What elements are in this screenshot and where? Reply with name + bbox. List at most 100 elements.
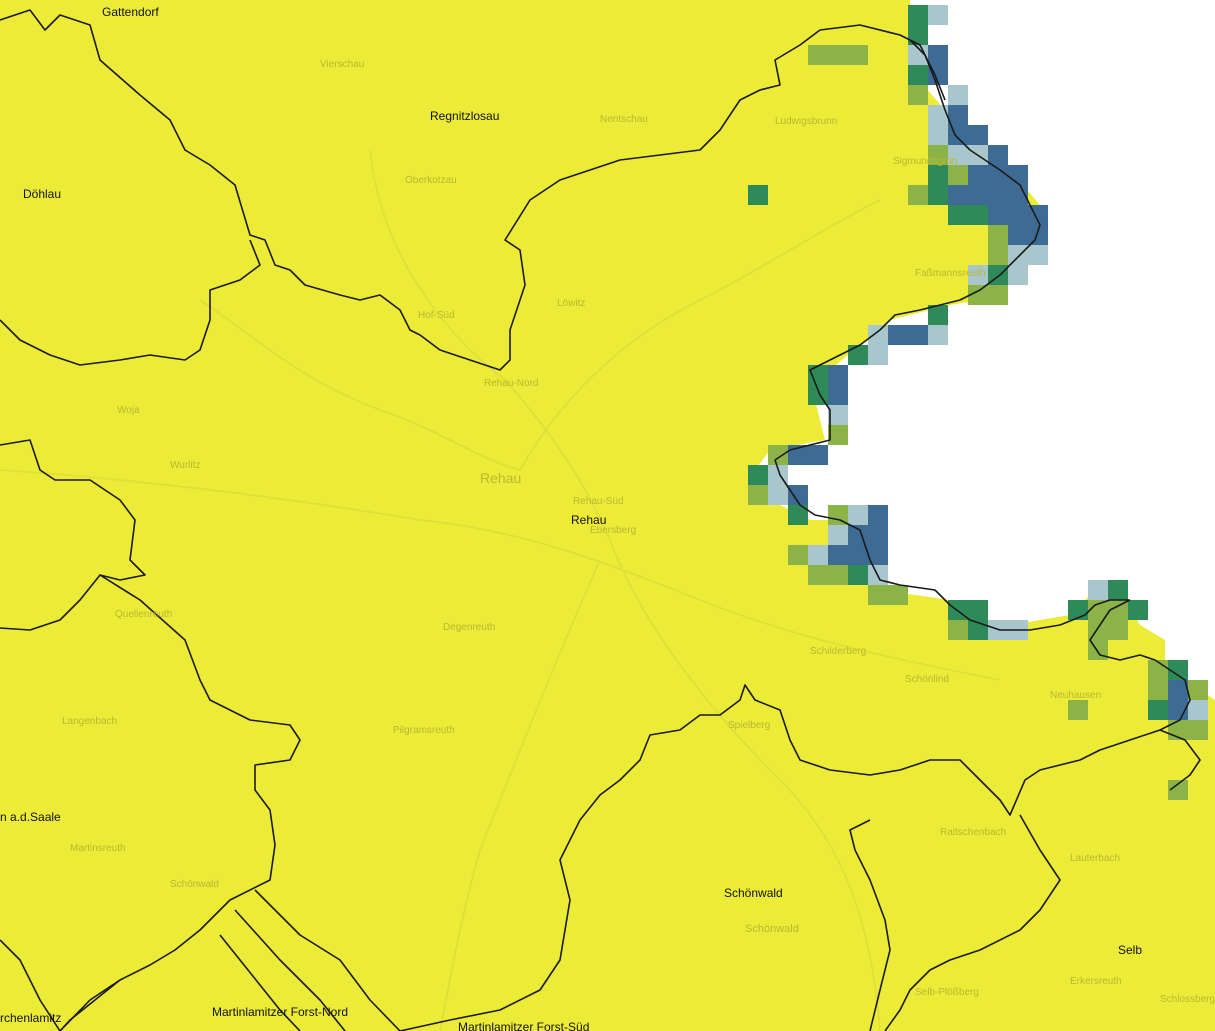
shaded-cell [748, 485, 768, 505]
faint-label: Schönwald [170, 879, 219, 890]
faint-label: Schilderberg [810, 646, 866, 657]
label-hof-saale: n a.d.Saale [0, 810, 61, 824]
shaded-cell [948, 165, 968, 185]
shaded-cell [828, 365, 848, 385]
label-doehlau: Döhlau [23, 187, 61, 201]
shaded-cell [948, 205, 968, 225]
shaded-cell [828, 385, 848, 405]
shaded-cell [1068, 700, 1088, 720]
shaded-cell [1108, 600, 1128, 620]
shaded-cell [808, 45, 828, 65]
faint-label: Rehau-Nord [484, 378, 538, 389]
shaded-cell [788, 505, 808, 525]
faint-label: Erkersreuth [1070, 976, 1122, 987]
faint-label: Schönlind [905, 674, 949, 685]
faint-label: Faßmannsreuth [915, 268, 986, 279]
shaded-cell [928, 145, 948, 165]
shaded-cell [1088, 580, 1108, 600]
shaded-cell [948, 145, 968, 165]
faint-label: Nentschau [600, 114, 648, 125]
shaded-cell [948, 185, 968, 205]
background-roads [0, 149, 1001, 1031]
shaded-cell [888, 325, 908, 345]
shaded-cell [968, 600, 988, 620]
shaded-cell [828, 565, 848, 585]
shaded-cell [1188, 720, 1208, 740]
faint-label: Lauterbach [1070, 853, 1120, 864]
shaded-cell [868, 545, 888, 565]
faint-label: Ebersberg [590, 525, 636, 536]
faint-label: Löwitz [557, 298, 585, 309]
shaded-cell [1028, 225, 1048, 245]
shaded-cell [968, 205, 988, 225]
shaded-cell [788, 485, 808, 505]
label-regnitzlosau: Regnitzlosau [430, 109, 499, 123]
shaded-cell [828, 525, 848, 545]
shaded-cell [1108, 580, 1128, 600]
shaded-cell [948, 125, 968, 145]
shaded-cell [968, 285, 988, 305]
shaded-cell [1168, 780, 1188, 800]
shaded-cell [1088, 620, 1108, 640]
shaded-cell [828, 505, 848, 525]
shaded-cell [988, 225, 1008, 245]
shaded-cell [908, 185, 928, 205]
shaded-cell [788, 545, 808, 565]
shaded-cell [928, 45, 948, 65]
shaded-cell [928, 325, 948, 345]
shaded-cell [888, 585, 908, 605]
shaded-cell [848, 565, 868, 585]
shaded-cell [1088, 600, 1108, 620]
shaded-cell [1168, 680, 1188, 700]
faint-label: Vierschau [320, 59, 364, 70]
shaded-cell [968, 265, 988, 285]
faint-label: Hof-Süd [418, 310, 455, 321]
faint-label: Schlossberg [1160, 994, 1215, 1005]
faint-label: Rehau-Süd [573, 496, 624, 507]
shaded-cell [808, 545, 828, 565]
shaded-cell [988, 205, 1008, 225]
shaded-cell [1148, 680, 1168, 700]
place-labels: Gattendorf Regnitzlosau Döhlau Rehau n a… [0, 5, 1142, 1031]
shaded-cell [928, 5, 948, 25]
faint-label: Quellenreuth [115, 609, 172, 620]
faint-label: Oberkotzau [405, 175, 457, 186]
shaded-cell [1008, 165, 1028, 185]
label-schoenwald: Schönwald [724, 886, 783, 900]
shaded-cell [988, 165, 1008, 185]
shaded-cell [828, 405, 848, 425]
shaded-cell [1008, 205, 1028, 225]
label-martinlamitz-nord: Martinlamitzer Forst-Nord [212, 1005, 348, 1019]
label-kirchenlamitz: rchenlamitz [0, 1011, 61, 1025]
faint-label: Raitschenbach [940, 827, 1006, 838]
shaded-cell [768, 485, 788, 505]
shaded-cell [1128, 600, 1148, 620]
shaded-cell [848, 505, 868, 525]
shaded-cell [808, 365, 828, 385]
shaded-cell [808, 445, 828, 465]
shaded-cell [1008, 245, 1028, 265]
shaded-cell [928, 125, 948, 145]
shaded-cell [928, 105, 948, 125]
shaded-cell [988, 245, 1008, 265]
shaded-cell [948, 85, 968, 105]
faint-label: Sigmundsgrün [893, 156, 957, 167]
shaded-cell [848, 45, 868, 65]
faint-label: Woja [117, 405, 140, 416]
shaded-cell [768, 445, 788, 465]
faint-label: Wurlitz [170, 460, 200, 471]
shaded-cell [1008, 265, 1028, 285]
shaded-cell [828, 45, 848, 65]
shaded-cell [748, 185, 768, 205]
label-selb: Selb [1118, 943, 1142, 957]
shaded-cell [868, 585, 888, 605]
shaded-cell [908, 65, 928, 85]
faint-label: Ludwigsbrunn [775, 116, 837, 127]
label-martinlamitz-sued: Martinlamitzer Forst-Süd [458, 1020, 589, 1031]
shaded-cell [928, 305, 948, 325]
shaded-cell [1108, 620, 1128, 640]
shaded-cell [908, 85, 928, 105]
shaded-cell [1188, 700, 1208, 720]
